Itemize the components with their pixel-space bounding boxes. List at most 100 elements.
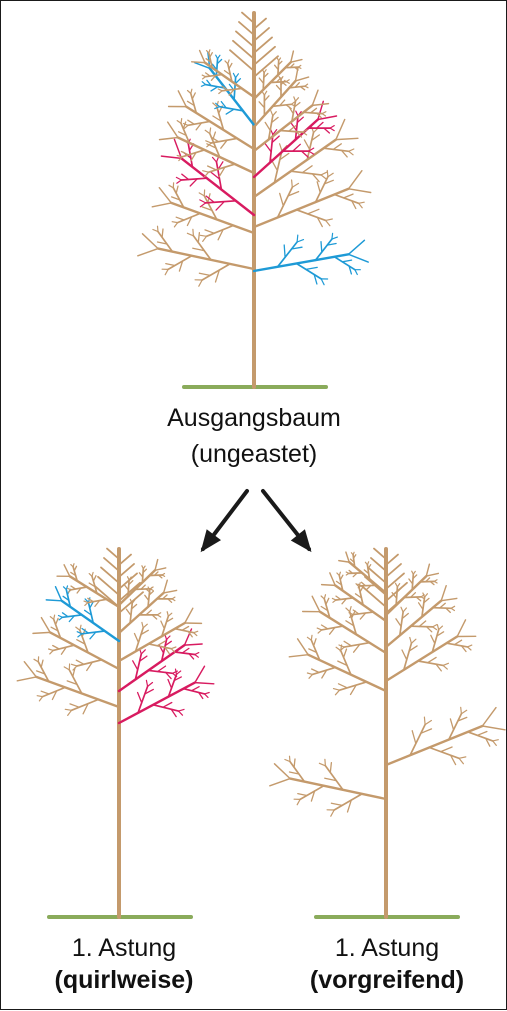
twig bbox=[291, 51, 294, 62]
twig bbox=[185, 644, 203, 645]
twig bbox=[397, 584, 399, 587]
twig bbox=[419, 603, 423, 610]
twig bbox=[233, 73, 235, 77]
twig bbox=[163, 703, 172, 708]
twig bbox=[208, 166, 217, 170]
twig bbox=[203, 171, 209, 173]
twig bbox=[346, 608, 350, 612]
twig bbox=[412, 731, 416, 744]
twig bbox=[150, 589, 153, 591]
twig bbox=[195, 655, 199, 658]
twig bbox=[273, 112, 277, 116]
twig bbox=[411, 639, 416, 643]
twig bbox=[296, 98, 299, 101]
twig bbox=[135, 634, 139, 643]
twig bbox=[332, 598, 336, 600]
twig bbox=[64, 565, 70, 577]
twig bbox=[210, 53, 213, 58]
twig bbox=[359, 202, 365, 203]
twig bbox=[164, 590, 177, 593]
twig bbox=[168, 613, 172, 616]
twig bbox=[334, 689, 340, 691]
twig bbox=[326, 220, 330, 225]
twig bbox=[359, 203, 363, 208]
twig bbox=[317, 122, 323, 128]
twig bbox=[195, 666, 205, 682]
twig bbox=[179, 709, 185, 711]
twig bbox=[441, 598, 457, 600]
twig bbox=[291, 60, 302, 63]
twig bbox=[371, 558, 386, 571]
twig bbox=[205, 693, 210, 694]
twig bbox=[206, 201, 236, 203]
twig bbox=[319, 763, 325, 766]
tree-original-unpruned bbox=[138, 13, 371, 387]
twig bbox=[302, 151, 309, 157]
twig bbox=[332, 237, 338, 239]
twig bbox=[468, 732, 493, 741]
twig bbox=[192, 62, 205, 63]
twig bbox=[339, 684, 348, 688]
twig bbox=[314, 128, 318, 132]
twig bbox=[331, 803, 342, 805]
twig bbox=[200, 51, 205, 63]
twig bbox=[312, 90, 318, 105]
twig bbox=[66, 586, 67, 590]
twig bbox=[300, 786, 324, 800]
twig bbox=[172, 599, 175, 601]
twig bbox=[305, 86, 308, 88]
twig bbox=[326, 219, 333, 220]
twig bbox=[211, 87, 218, 91]
twig bbox=[482, 726, 505, 730]
twig bbox=[321, 242, 322, 252]
twig bbox=[160, 138, 178, 140]
twig bbox=[312, 104, 328, 106]
twig bbox=[182, 648, 189, 653]
twig bbox=[346, 552, 349, 562]
twig bbox=[209, 50, 210, 53]
twig bbox=[324, 595, 325, 599]
twig bbox=[205, 130, 210, 133]
twig bbox=[41, 691, 49, 694]
twig bbox=[216, 59, 217, 77]
twig bbox=[202, 264, 230, 280]
twig bbox=[59, 616, 63, 618]
twig bbox=[202, 82, 205, 85]
twig bbox=[187, 233, 193, 236]
twig bbox=[199, 273, 210, 275]
twig bbox=[162, 575, 164, 576]
twig bbox=[349, 254, 369, 262]
twig bbox=[72, 664, 77, 666]
twig bbox=[286, 82, 289, 84]
twig bbox=[433, 627, 437, 630]
twig bbox=[330, 128, 334, 131]
twig bbox=[202, 75, 205, 77]
twig bbox=[230, 50, 254, 71]
twig bbox=[142, 622, 143, 627]
twig bbox=[321, 279, 324, 285]
twig bbox=[265, 143, 272, 152]
twig bbox=[307, 673, 312, 674]
twig bbox=[206, 141, 211, 143]
twig bbox=[167, 636, 170, 640]
twig bbox=[457, 620, 465, 637]
twig bbox=[50, 650, 53, 654]
twig bbox=[321, 175, 326, 179]
twig bbox=[76, 627, 80, 630]
twig bbox=[68, 710, 72, 715]
twig bbox=[336, 120, 345, 140]
twig bbox=[76, 660, 84, 664]
twig bbox=[155, 568, 166, 570]
twig bbox=[192, 93, 195, 99]
twig bbox=[431, 635, 435, 643]
twig bbox=[168, 256, 192, 270]
twig bbox=[218, 55, 220, 58]
twig bbox=[340, 575, 343, 580]
twig bbox=[200, 200, 206, 203]
twig bbox=[275, 764, 291, 779]
twig bbox=[265, 122, 270, 130]
twig bbox=[176, 177, 181, 180]
twig bbox=[254, 28, 269, 41]
twig bbox=[182, 174, 189, 179]
twig bbox=[297, 799, 300, 804]
